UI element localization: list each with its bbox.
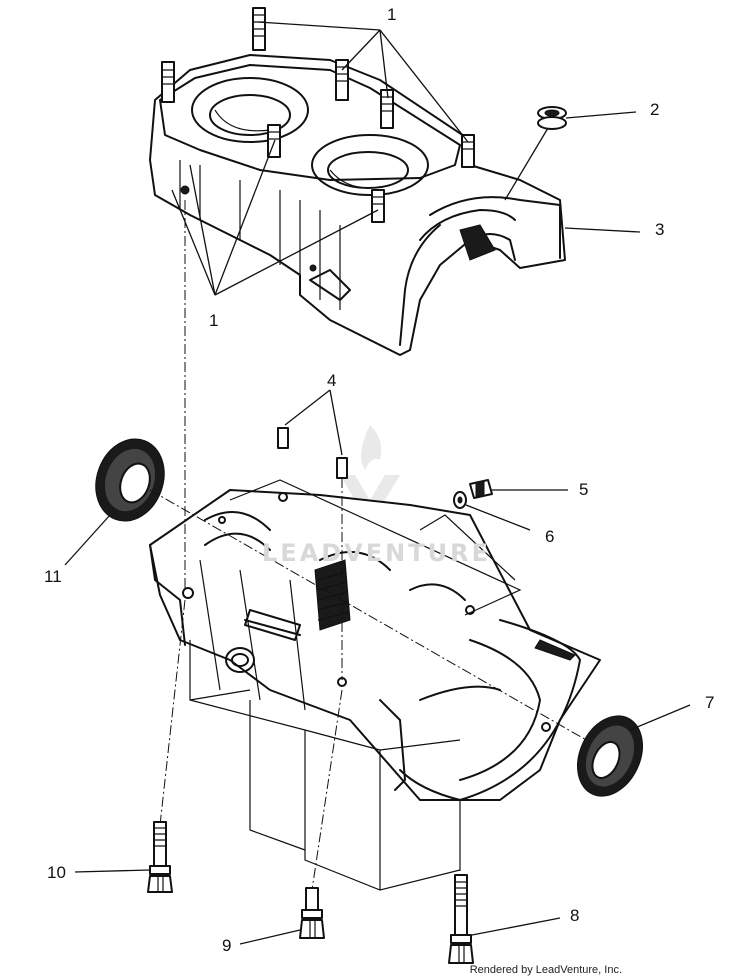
callout-4: 4	[327, 371, 337, 390]
callout-9: 9	[222, 936, 232, 955]
part-9-bolt	[239, 887, 325, 945]
callout-2: 2	[650, 100, 660, 119]
callout-7: 7	[705, 693, 715, 712]
callout-1-top: 1	[387, 5, 397, 24]
part-8-bolt	[448, 874, 561, 964]
callout-5: 5	[579, 480, 589, 499]
projection-lines	[189, 479, 522, 891]
callout-6: 6	[545, 527, 555, 546]
part-7-seal	[577, 704, 691, 797]
alignment-lines	[149, 200, 596, 891]
part-4-dowel-pins	[277, 389, 348, 479]
callout-3: 3	[655, 220, 665, 239]
part-11-seal	[64, 438, 165, 566]
stud-group-upper	[161, 7, 475, 223]
part-6-washer	[453, 491, 531, 531]
callout-8: 8	[570, 906, 580, 925]
upper-crankcase	[149, 7, 566, 356]
watermark-text: LEADVENTURE	[262, 539, 491, 567]
part-2-o-rings	[504, 106, 637, 201]
callout-11: 11	[44, 567, 62, 586]
part-10-bolt	[74, 821, 173, 893]
lower-crankcase	[149, 489, 601, 801]
leader-part-3	[564, 227, 641, 233]
leaders-part-1	[171, 21, 469, 296]
part-5-plug	[469, 479, 568, 499]
callout-10: 10	[47, 863, 66, 882]
render-credit: Rendered by LeadVenture, Inc.	[469, 964, 622, 976]
callout-1-bottom: 1	[209, 311, 219, 330]
